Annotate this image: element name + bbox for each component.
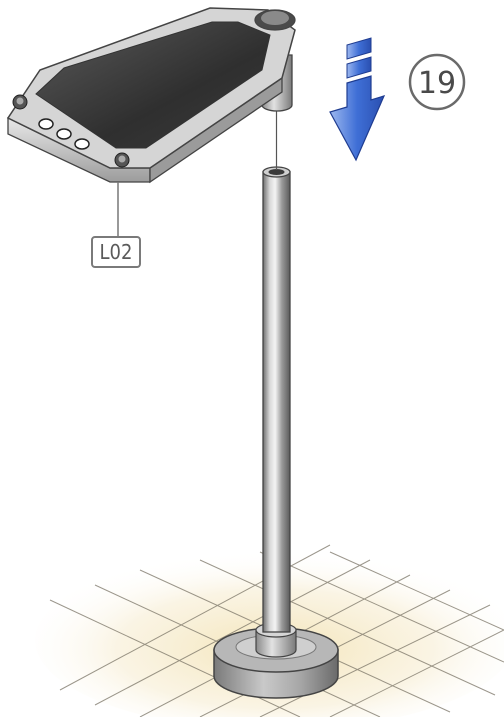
part-code-label: L02 bbox=[100, 240, 133, 264]
step-number-badge: 19 bbox=[410, 55, 464, 109]
pole-base-disc bbox=[214, 623, 338, 698]
part-tag: L02 bbox=[92, 237, 140, 267]
down-arrow-icon bbox=[330, 38, 384, 160]
step-number-label: 19 bbox=[418, 66, 456, 101]
top-plate-bracket bbox=[8, 8, 295, 182]
support-pole bbox=[263, 167, 290, 632]
